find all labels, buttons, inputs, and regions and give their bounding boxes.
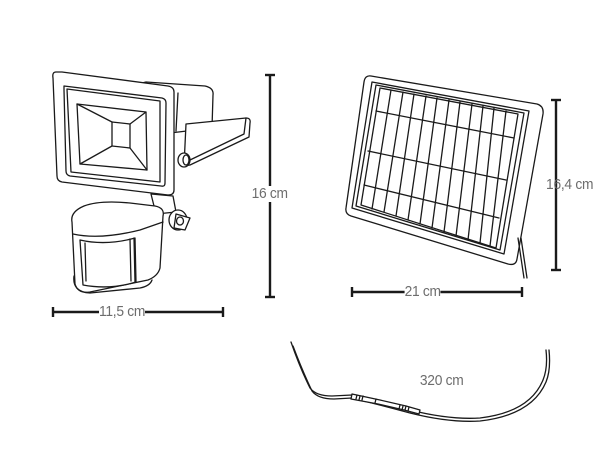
panel-width-label: 21 cm	[404, 283, 441, 300]
panel-height-label: 16,4 cm	[546, 176, 594, 193]
solar-panel-drawing	[345, 75, 544, 279]
panel-height-dimension	[551, 98, 561, 272]
floodlight-height-label: 16 cm	[251, 185, 288, 202]
cable-drawing	[290, 341, 551, 422]
floodlight-width-label: 11,5 cm	[99, 303, 146, 320]
cable-length-label: 320 cm	[419, 372, 464, 389]
floodlight-drawing	[52, 71, 251, 294]
